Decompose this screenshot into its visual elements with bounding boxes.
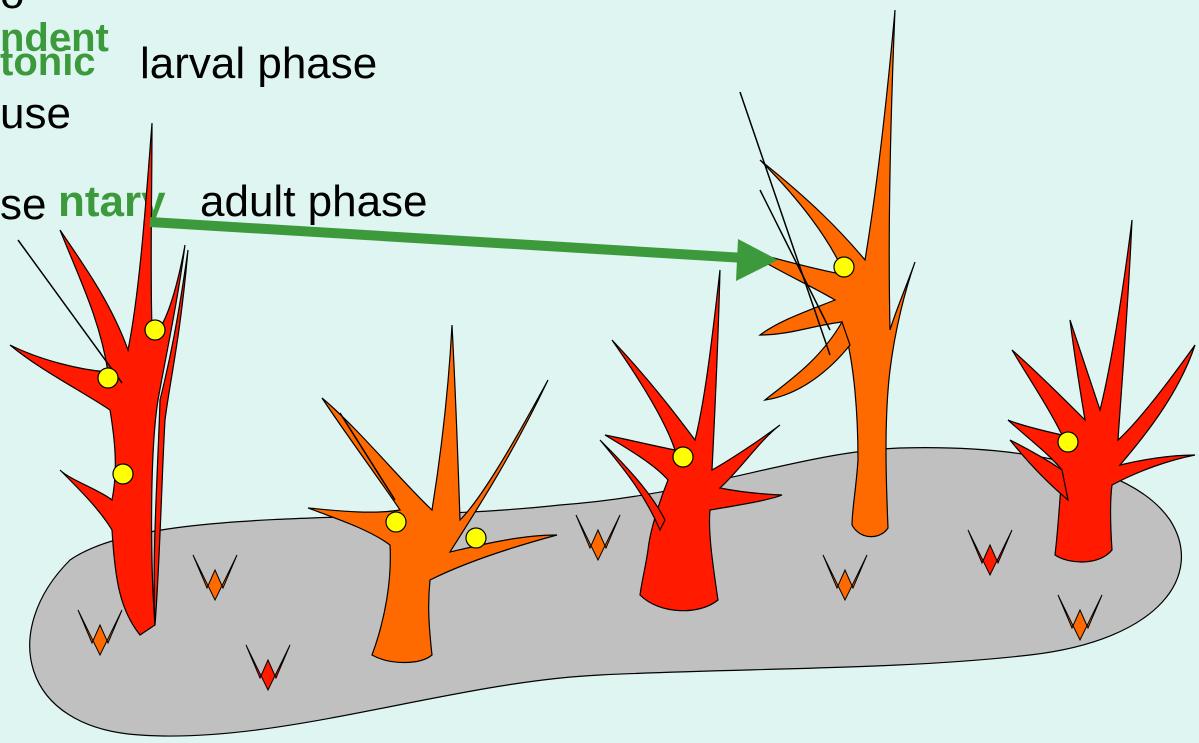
green-arrow <box>150 222 778 281</box>
substrate-rock <box>30 448 1182 736</box>
